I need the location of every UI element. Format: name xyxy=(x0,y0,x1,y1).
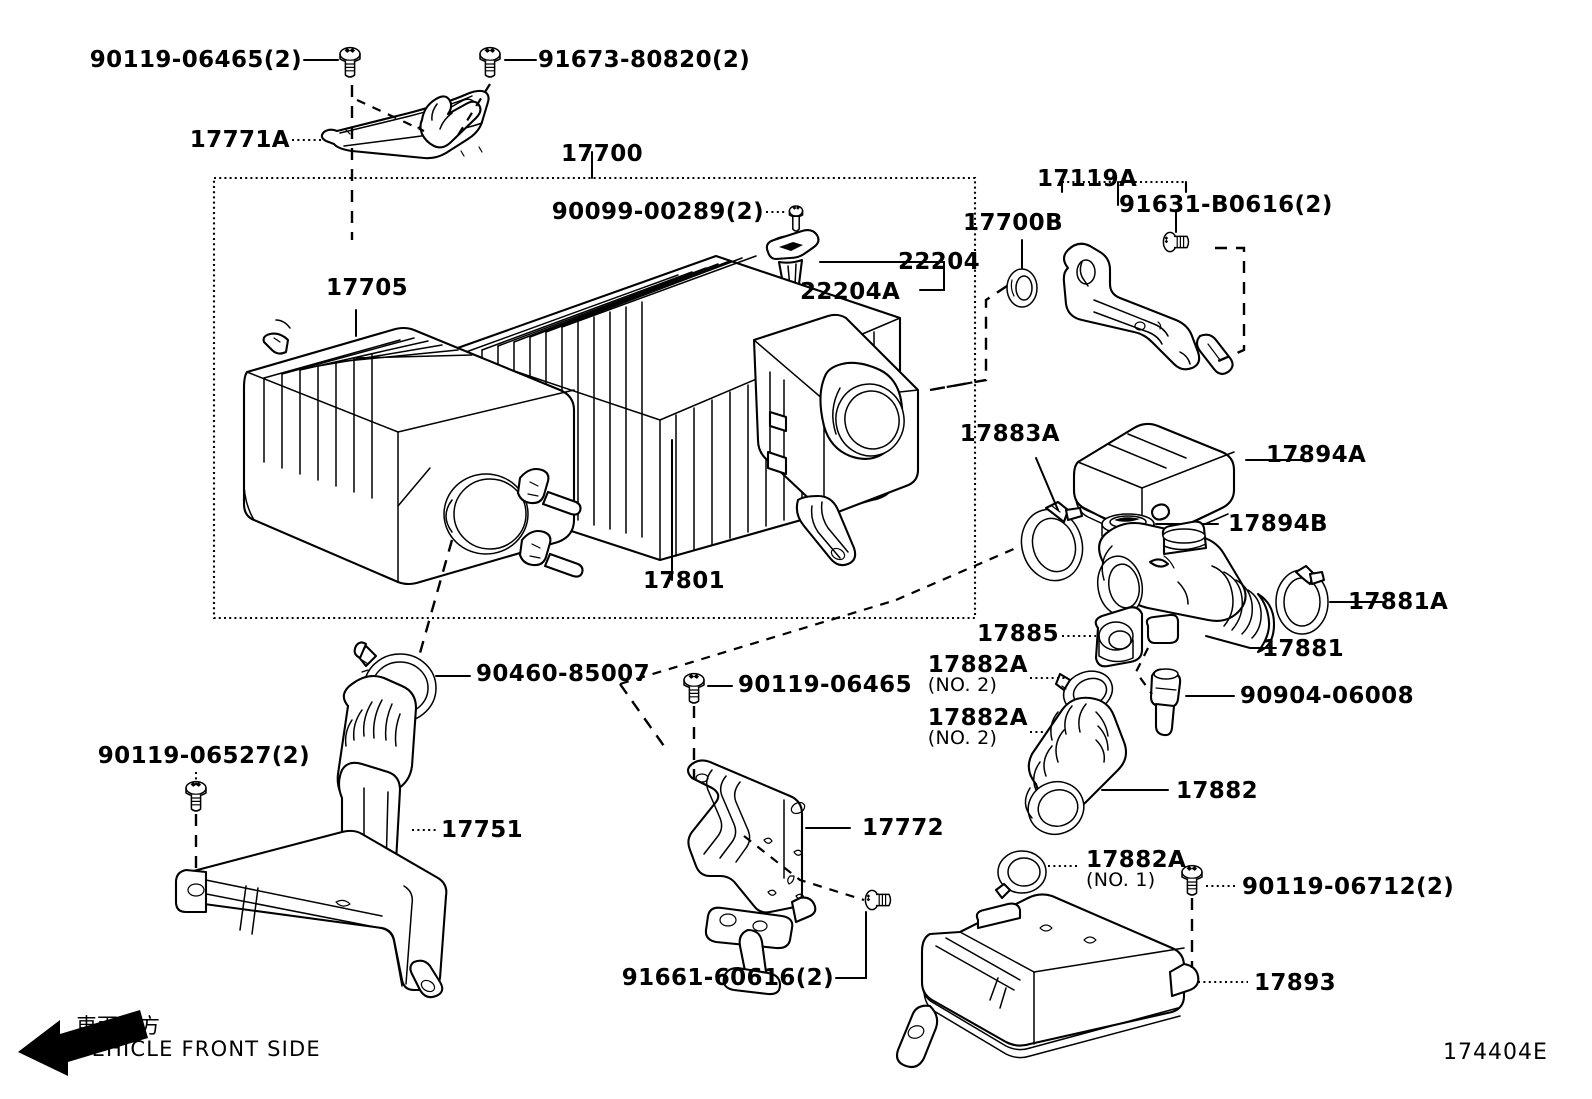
inlet-duct-17751-art xyxy=(174,674,448,999)
label-bracket-17119A: 17119A xyxy=(1037,166,1138,192)
label-inlet-duct-17751: 17751 xyxy=(441,817,524,843)
cover-clip-right-lower xyxy=(518,529,584,578)
label-bolt-top-left: 90119-06465(2) xyxy=(89,47,302,73)
label-clamp-17882A-no2-upper-code: 17882A xyxy=(927,652,1028,678)
label-valve-90904: 90904-06008 xyxy=(1240,683,1414,709)
label-clamp-17882A-no2-lower: 17882A (NO. 2) xyxy=(928,706,1028,749)
air-hose-17882-art xyxy=(1024,696,1128,835)
label-hose-17881: 17881 xyxy=(1262,636,1345,662)
label-clamp-17882A-no2-lower-code: 17882A xyxy=(927,705,1028,731)
label-clamp-17882A-no1-sub: (NO. 1) xyxy=(1086,869,1156,892)
label-bolt-90119-06465-mid: 90119-06465 xyxy=(738,672,912,698)
label-bracket-17771A: 17771A xyxy=(189,127,290,153)
label-maf-sensor-22204: 22204 xyxy=(898,249,981,275)
vehicle-front-arrow xyxy=(18,1010,148,1076)
bolt-91661-60616-icon xyxy=(864,889,892,911)
label-assembly-17700: 17700 xyxy=(561,141,644,167)
diagram-code: 174404E xyxy=(1443,1040,1548,1065)
bolt-90119-06465-mid-icon xyxy=(683,672,705,704)
label-maf-gasket-22204A: 22204A xyxy=(800,279,901,305)
label-bracket-17772: 17772 xyxy=(862,815,945,841)
label-clamp-17882A-no1: 17882A (NO. 1) xyxy=(1086,848,1186,891)
air-hose-17881-art xyxy=(1096,520,1276,654)
label-clamp-17882A-no2-upper: 17882A (NO. 2) xyxy=(928,653,1028,696)
air-cleaner-case-art xyxy=(752,313,920,567)
label-clamp-17882A-no2-upper-sub: (NO. 2) xyxy=(927,674,998,697)
label-clamp-17882A-no2-lower-sub: (NO. 2) xyxy=(927,727,998,750)
cover-clip-top xyxy=(262,319,291,355)
bracket-17119A-art xyxy=(1062,242,1234,375)
clamp-17882A-no1-art xyxy=(994,850,1047,900)
label-bolt-90119-06527: 90119-06527(2) xyxy=(97,743,310,769)
valve-90904-art xyxy=(1149,668,1182,737)
label-hose-17882: 17882 xyxy=(1176,778,1259,804)
label-resonator-seal-17894B: 17894B xyxy=(1228,511,1328,537)
case-cover-art xyxy=(242,319,584,586)
label-hose-17885: 17885 xyxy=(976,621,1059,647)
grommet-17700B-art xyxy=(1006,268,1038,308)
label-filter-element-17801: 17801 xyxy=(643,568,726,594)
label-maf-screw: 90099-00289(2) xyxy=(551,199,764,225)
group-box-17700 xyxy=(212,176,977,620)
resonator-17893-art xyxy=(895,893,1200,1069)
bracket-17772-art xyxy=(686,759,817,996)
label-bolt-91661: 91661-60616(2) xyxy=(621,965,834,991)
bolt-90119-06465-top-icon xyxy=(339,46,361,78)
label-case-cover-17705: 17705 xyxy=(326,275,409,301)
bolt-91631-B0616-icon xyxy=(1162,231,1190,253)
label-bolt-91631: 91631-B0616(2) xyxy=(1119,192,1333,218)
label-bolt-90119-06712: 90119-06712(2) xyxy=(1242,874,1455,900)
label-clamp-17882A-no1-code: 17882A xyxy=(1086,847,1187,873)
label-clamp-17881A: 17881A xyxy=(1348,589,1449,615)
cover-clip-right-upper xyxy=(516,467,582,516)
label-bolt-top-right: 91673-80820(2) xyxy=(538,47,751,73)
label-grommet-17700B: 17700B xyxy=(963,210,1063,236)
label-resonator-cover-17894A: 17894A xyxy=(1266,442,1367,468)
label-clamp-90460: 90460-85007 xyxy=(476,661,650,687)
vehicle-front-label-jp: 車両前方 xyxy=(76,1014,160,1038)
clamp-17881A-art xyxy=(1275,564,1329,635)
label-clamp-17883A: 17883A xyxy=(959,421,1060,447)
bolt-91673-80820-icon xyxy=(479,46,501,78)
clamp-17883A-art xyxy=(1020,500,1084,582)
hose-17885-art xyxy=(1094,606,1144,668)
bracket-17771A-art xyxy=(320,89,490,160)
vehicle-front-label-en: VEHICLE FRONT SIDE xyxy=(76,1037,321,1061)
label-resonator-17893: 17893 xyxy=(1254,970,1337,996)
bolt-90119-06527-icon xyxy=(185,780,207,812)
